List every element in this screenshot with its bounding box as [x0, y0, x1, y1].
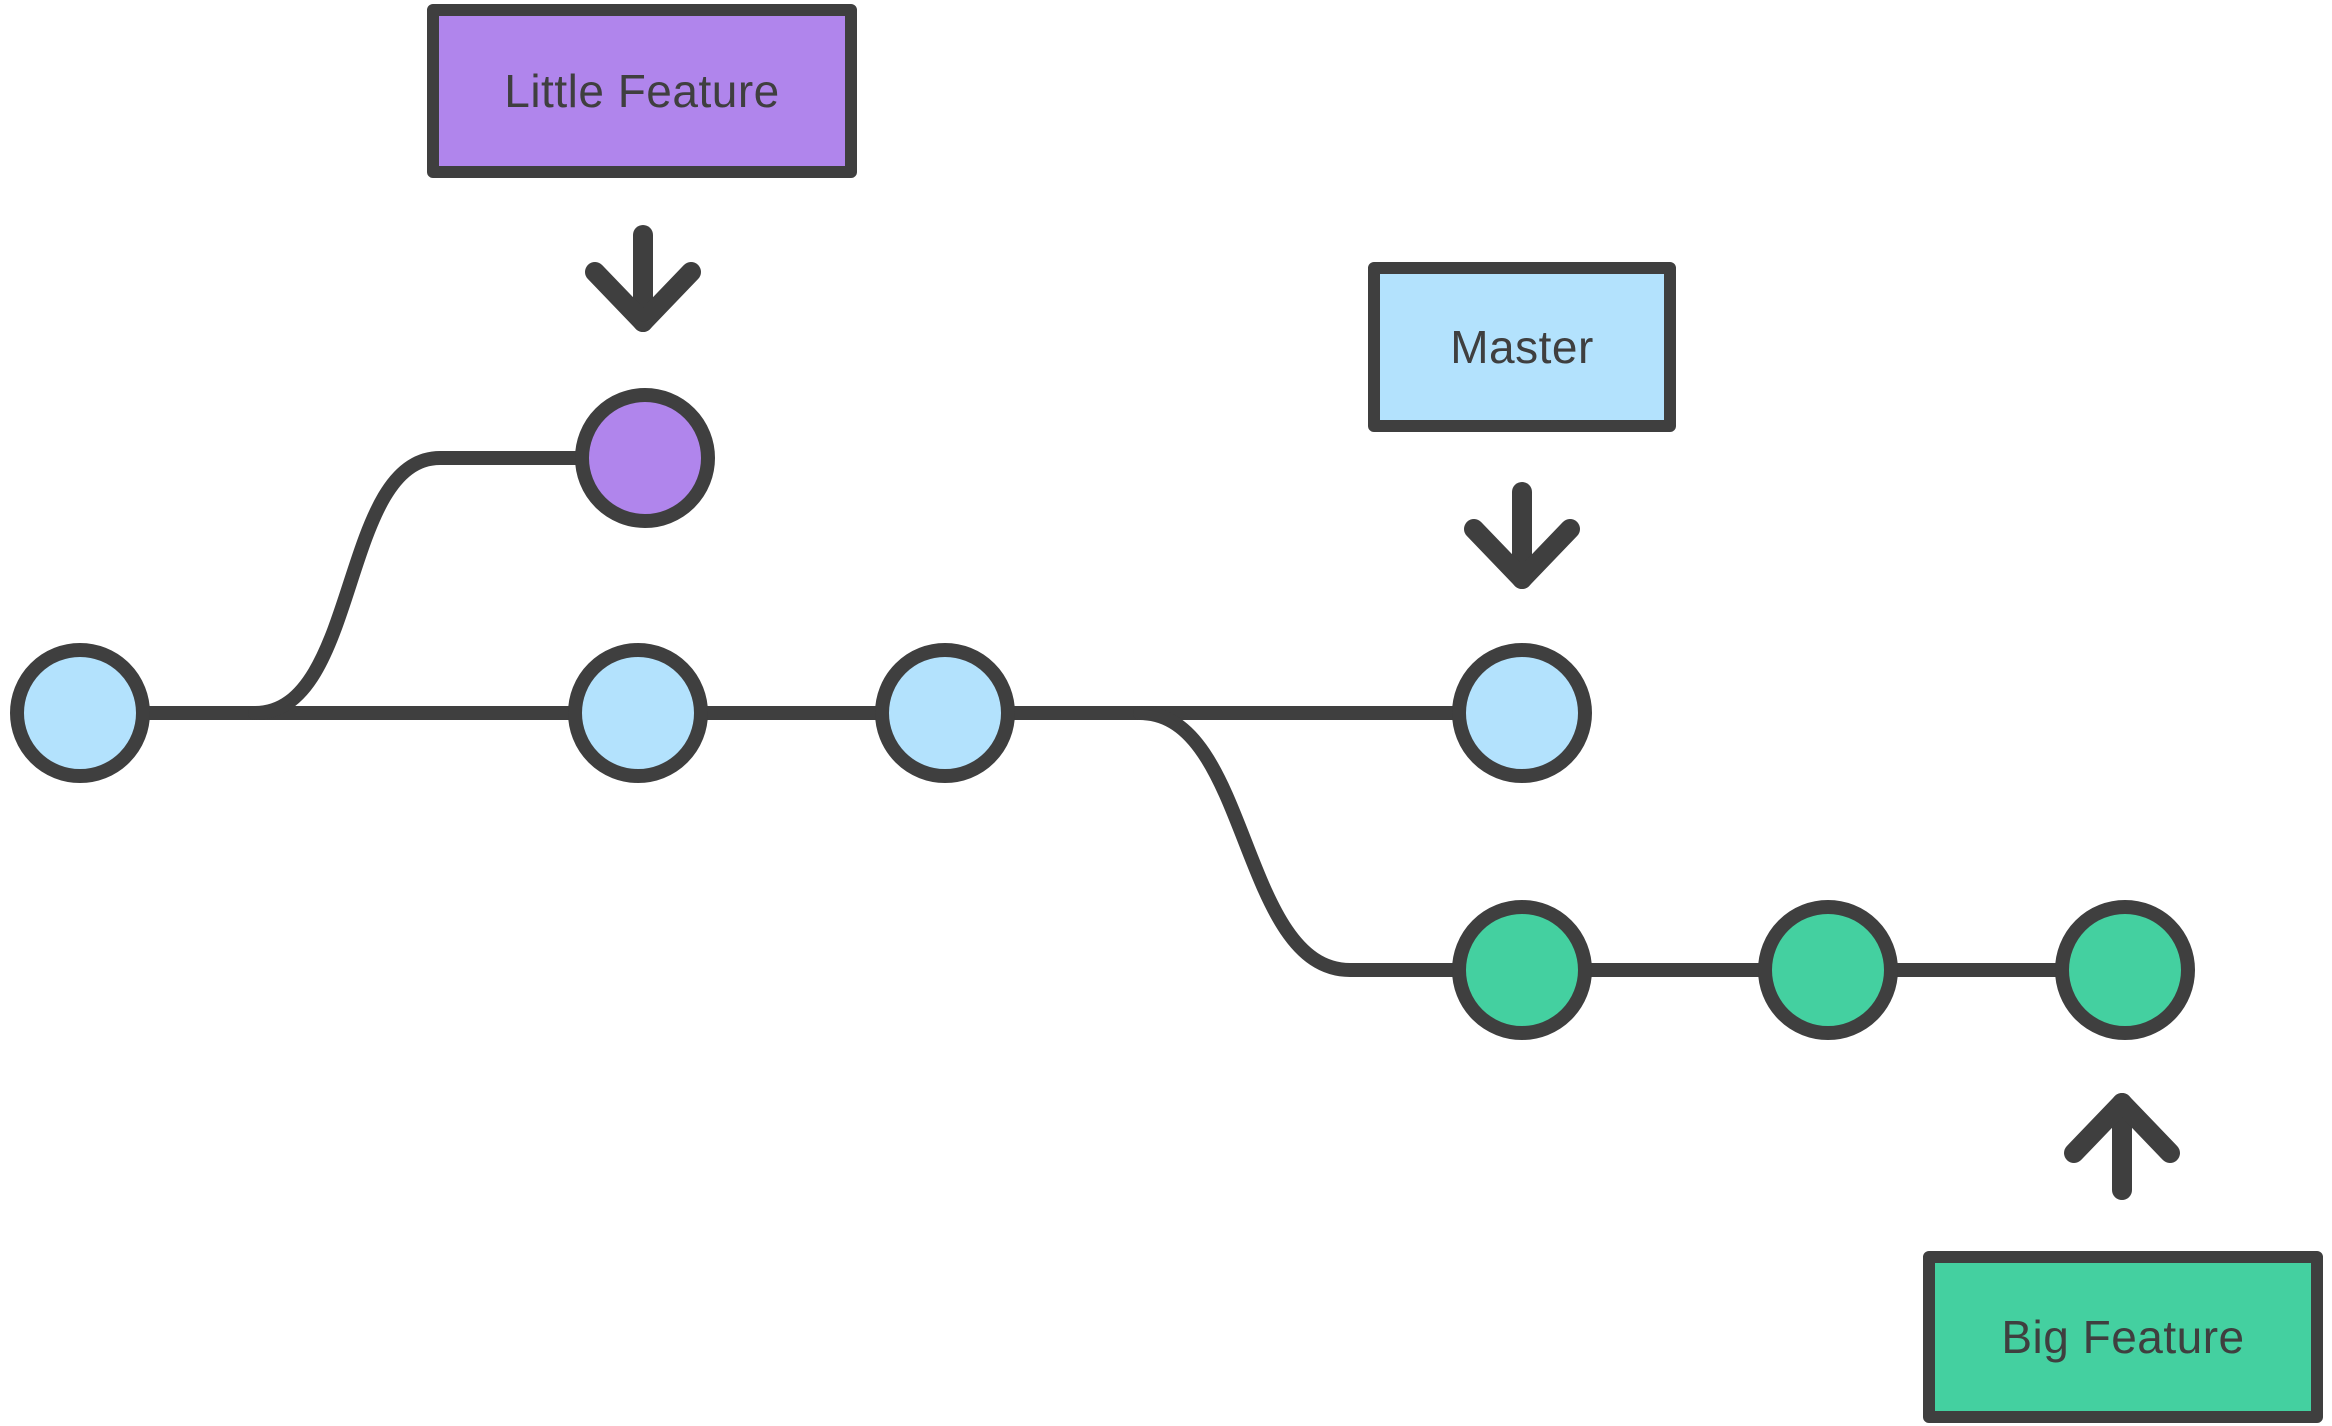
- branch-label-master-text: Master: [1450, 321, 1594, 373]
- commit-node-master-2[interactable]: [568, 643, 708, 783]
- arrow-up-big-feature: [2064, 1093, 2180, 1200]
- commit-node-little-feature-1[interactable]: [575, 388, 715, 528]
- commit-node-big-feature-1[interactable]: [1452, 900, 1592, 1040]
- commit-node-group: [10, 388, 2195, 1040]
- arrow-group: [585, 225, 2180, 1200]
- branch-label-big-feature[interactable]: Big Feature: [1923, 1251, 2323, 1423]
- branch-label-little-feature-text: Little Feature: [504, 65, 780, 117]
- commit-node-big-feature-3[interactable]: [2055, 900, 2195, 1040]
- edge-group: [136, 451, 2069, 977]
- commit-node-master-1[interactable]: [10, 643, 150, 783]
- arrow-down-master: [1464, 482, 1580, 589]
- edge-branch-big-feature: [1133, 706, 1466, 977]
- branch-label-big-feature-text: Big Feature: [2001, 1311, 2245, 1363]
- arrow-down-little-feature: [585, 225, 701, 332]
- commit-node-master-3[interactable]: [875, 643, 1015, 783]
- branch-label-master[interactable]: Master: [1368, 262, 1676, 432]
- edge-branch-little-feature: [248, 451, 589, 720]
- commit-node-master-4[interactable]: [1452, 643, 1592, 783]
- commit-node-big-feature-2[interactable]: [1758, 900, 1898, 1040]
- branch-label-little-feature[interactable]: Little Feature: [427, 4, 857, 178]
